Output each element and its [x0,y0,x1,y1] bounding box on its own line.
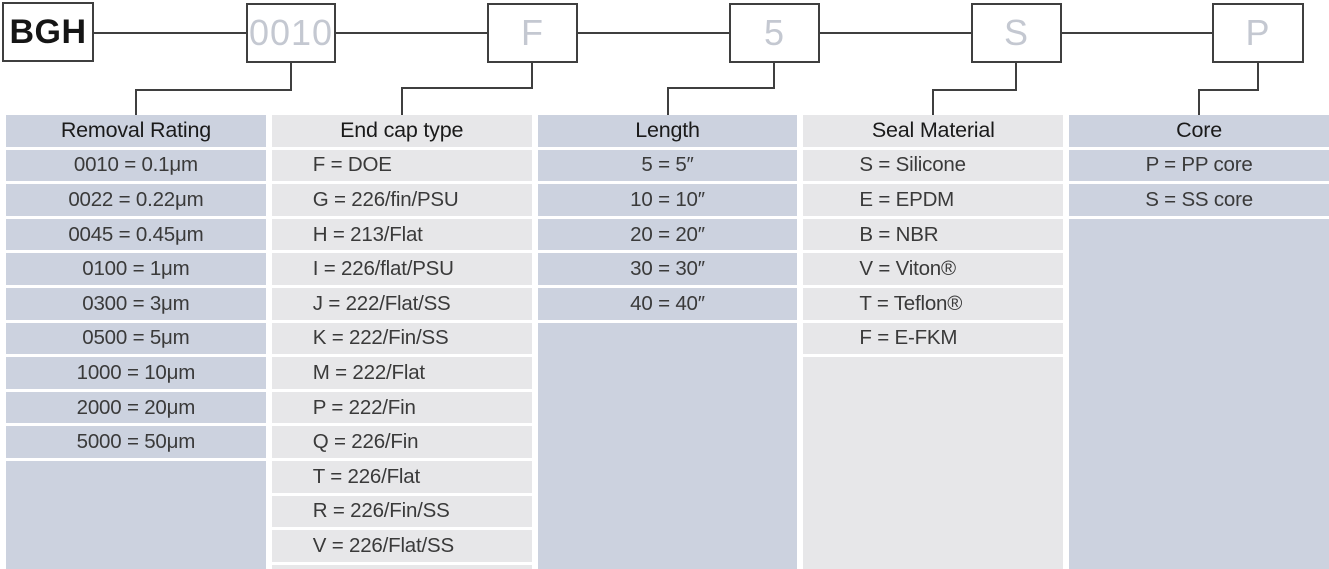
code-option: S = Silicone [803,149,1064,182]
code-option: 5 = 5″ [537,149,798,182]
column-filler [271,564,532,569]
code-segment-box-end-cap: F [487,3,578,63]
code-option: 0300 = 3μm [6,287,266,320]
code-option: H = 213/Flat [271,218,532,251]
column-filler [537,322,798,569]
code-option: 0500 = 5μm [6,322,266,355]
code-segment-box-length: 5 [729,3,820,63]
code-segment-length: 5 [763,12,786,53]
code-option: M = 222/Flat [271,357,532,389]
column-header: Seal Material [803,115,1064,147]
code-option: T = Teflon® [803,287,1064,320]
code-prefix-box: BGH [2,2,94,62]
code-prefix-label: BGH [9,12,87,51]
code-option: V = 226/Flat/SS [271,530,532,562]
code-segment-box-removal-rating: 0010 [246,3,336,63]
column-filler [803,357,1064,569]
code-option: B = NBR [803,218,1064,251]
code-option: G = 226/fin/PSU [271,184,532,216]
code-option: R = 226/Fin/SS [271,495,532,528]
code-segment-core: P [1245,12,1271,53]
code-option: P = 222/Fin [271,391,532,424]
code-segment-seal-material: S [1003,12,1029,53]
code-option: F = DOE [271,149,532,182]
code-option: 40 = 40″ [537,287,798,320]
column-filler [1069,218,1329,569]
column-header: Core [1069,115,1329,147]
code-option: 20 = 20″ [537,218,798,251]
code-segment-removal-rating: 0010 [248,12,334,53]
code-option: E = EPDM [803,184,1064,216]
column-header: Length [537,115,798,147]
code-option: 0022 = 0.22μm [6,184,266,216]
code-segment-end-cap: F [521,12,544,53]
code-option: J = 222/Flat/SS [271,287,532,320]
code-option: 2000 = 20μm [6,391,266,424]
column-filler [6,460,266,569]
code-option: 0045 = 0.45μm [6,218,266,251]
code-option: F = E-FKM [803,322,1064,355]
code-option: T = 226/Flat [271,460,532,493]
code-option: V = Viton® [803,253,1064,285]
column-header: End cap type [271,115,532,147]
code-option: 30 = 30″ [537,253,798,285]
code-option: 10 = 10″ [537,184,798,216]
code-segment-box-seal-material: S [971,3,1062,63]
code-option: K = 222/Fin/SS [271,322,532,355]
code-option: 0100 = 1μm [6,253,266,285]
code-option: I = 226/flat/PSU [271,253,532,285]
code-option: P = PP core [1069,149,1329,182]
code-option: 5000 = 50μm [6,426,266,458]
code-segment-box-core: P [1212,3,1304,63]
code-option: Q = 226/Fin [271,426,532,458]
column-header: Removal Rating [6,115,266,147]
code-option: 1000 = 10μm [6,357,266,389]
code-option: S = SS core [1069,184,1329,216]
code-option: 0010 = 0.1μm [6,149,266,182]
